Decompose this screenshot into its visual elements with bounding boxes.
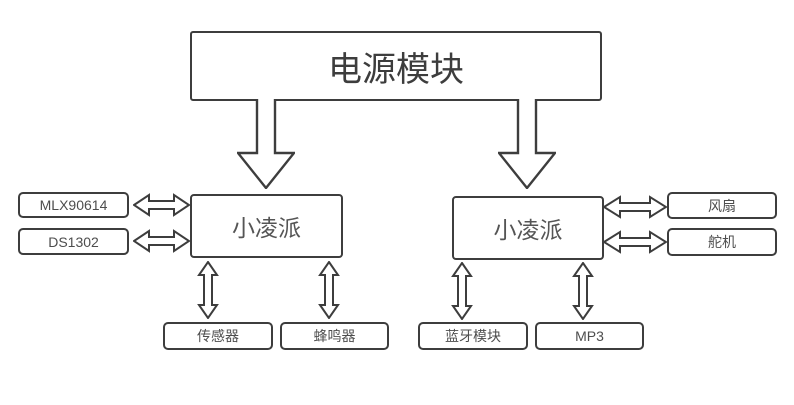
double-arrow-controller-servo <box>603 230 667 254</box>
double-arrow-controller-sensor <box>197 261 219 319</box>
double-arrow-ds1302-controller <box>133 229 190 253</box>
power-module-label: 电源模块 <box>328 50 464 89</box>
buzzer-box: 蜂鸣器 <box>280 322 389 350</box>
controller-left-box: 小凌派 <box>190 194 343 258</box>
bluetooth-box: 蓝牙模块 <box>418 322 528 350</box>
down-arrow-power-to-left-controller <box>237 99 295 189</box>
fan-box: 风扇 <box>667 192 777 219</box>
mlx90614-label: MLX90614 <box>39 197 108 213</box>
double-arrow-controller-mp3 <box>572 262 594 320</box>
ds1302-label: DS1302 <box>48 233 99 250</box>
controller-left-label: 小凌派 <box>232 215 301 241</box>
buzzer-label: 蜂鸣器 <box>313 328 356 344</box>
double-arrow-mlx90614-controller <box>133 193 190 217</box>
double-arrow-controller-buzzer <box>318 261 340 319</box>
mp3-label: MP3 <box>575 328 604 344</box>
power-module-box: 电源模块 <box>190 31 602 101</box>
controller-right-label: 小凌派 <box>493 217 563 243</box>
servo-box: 舵机 <box>667 228 777 256</box>
sensor-label: 传感器 <box>197 328 239 344</box>
controller-right-box: 小凌派 <box>452 196 604 260</box>
ds1302-box: DS1302 <box>18 228 129 255</box>
bluetooth-label: 蓝牙模块 <box>445 328 501 344</box>
down-arrow-power-to-right-controller <box>498 99 556 189</box>
double-arrow-controller-fan <box>603 195 667 219</box>
mp3-box: MP3 <box>535 322 644 350</box>
servo-label: 舵机 <box>708 234 736 250</box>
mlx90614-box: MLX90614 <box>18 192 129 218</box>
sensor-box: 传感器 <box>163 322 273 350</box>
double-arrow-controller-bluetooth <box>451 262 473 320</box>
fan-label: 风扇 <box>708 197 736 214</box>
